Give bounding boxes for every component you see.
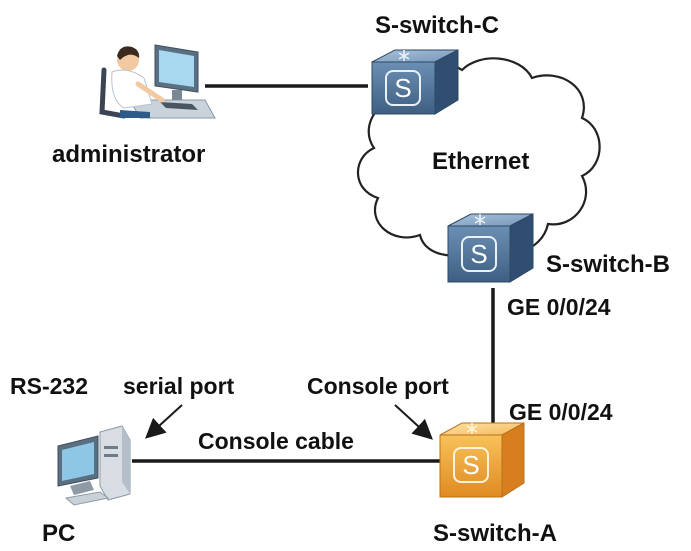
pc-icon[interactable] <box>57 425 131 506</box>
switch-c-label: S-switch-C <box>375 12 500 39</box>
administrator-icon[interactable] <box>99 44 216 119</box>
rs232-label: RS-232 <box>10 373 88 399</box>
switch-b-glyph: S <box>470 239 487 269</box>
pc-label: PC <box>42 520 76 547</box>
switch-a-label: S-switch-A <box>433 520 558 547</box>
switch-c-icon[interactable]: S <box>371 49 459 115</box>
console-cable-label: Console cable <box>198 428 354 454</box>
switch-b-port-label: GE 0/0/24 <box>507 294 611 320</box>
switch-b-label: S-switch-B <box>546 251 671 278</box>
console-port-label: Console port <box>307 373 449 399</box>
serial-port-arrow <box>145 404 183 439</box>
switch-a-icon[interactable]: S <box>439 422 525 498</box>
administrator-label: administrator <box>52 141 206 168</box>
switch-a-port-label: GE 0/0/24 <box>509 399 613 425</box>
serial-port-label: serial port <box>123 373 235 399</box>
ethernet-label: Ethernet <box>432 148 530 175</box>
console-port-arrow <box>394 404 433 440</box>
switch-c-glyph: S <box>394 73 411 103</box>
switch-a-glyph: S <box>462 450 479 480</box>
switch-b-icon[interactable]: S <box>447 213 534 283</box>
